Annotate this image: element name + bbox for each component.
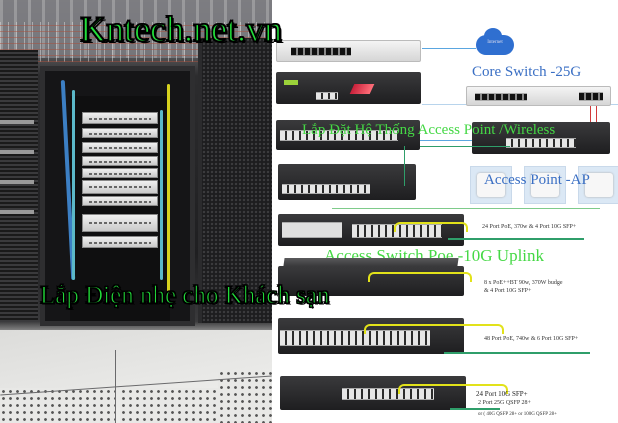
rack-device <box>82 156 158 166</box>
site-title: Kntech.net.vn <box>79 8 282 49</box>
rack-device <box>82 180 158 194</box>
teal-cable-bundle <box>160 110 163 280</box>
green-link <box>444 352 590 354</box>
green-link <box>450 408 500 410</box>
shelf <box>0 180 34 184</box>
rack-device <box>82 168 158 178</box>
spec-48p-poe: 48 Port PoE, 740w & 6 Port 10G SFP+ <box>484 336 579 342</box>
green-link <box>448 238 584 240</box>
right-rack-door <box>198 38 272 323</box>
perforated-floor-tile <box>218 370 272 423</box>
switch-ports <box>282 184 370 194</box>
switch-ports <box>291 47 351 56</box>
link-line <box>404 146 405 186</box>
switch-ports <box>506 138 576 148</box>
core-switch-label: Core Switch -25G <box>472 64 582 80</box>
cloud-label: Internet <box>487 40 503 45</box>
spec-24p-poe: 24 Port PoE, 370w & 4 Port 10G SFP+ <box>482 224 577 230</box>
uplink-ports <box>579 92 603 101</box>
switch-ports <box>475 93 527 101</box>
ap-poe-switch <box>278 164 416 200</box>
spec-8p-bt: 8 x PoE++BT 90w, 370W budge <box>484 280 563 286</box>
core-switch <box>466 86 611 106</box>
yellow-link <box>398 384 508 394</box>
ap-link-line <box>332 208 600 209</box>
spec-24p-sfp: 24 Port 10G SFP+ <box>476 390 528 398</box>
yellow-link <box>368 272 472 282</box>
switch-panel <box>282 222 342 238</box>
rack-device <box>82 214 158 232</box>
spec-qsfp-options: or ( 40G QSFP 28+ or 100G QSFP 28+ <box>478 412 557 417</box>
access-point-device <box>524 166 566 204</box>
sfp-ports <box>342 388 434 400</box>
wireless-system-label: Lắp Đặt Hệ Thống Access Point /Wireless <box>302 122 556 138</box>
distribution-switch <box>276 120 420 150</box>
link-line <box>420 146 510 147</box>
spec-2p-qsfp: 2 Port 25G QSFP 28+ <box>478 400 531 406</box>
spec-8p-bt-uplink: & 4 Port 10G SFP+ <box>484 288 532 294</box>
yellow-cable-bundle <box>167 84 170 294</box>
access-point-device <box>470 166 512 204</box>
shelf <box>0 210 34 214</box>
perforated-floor-tile <box>120 388 230 423</box>
switch-ports <box>280 330 430 346</box>
rack-device <box>82 196 158 206</box>
top-switch <box>276 40 421 62</box>
brand-stripe <box>349 84 375 94</box>
shelf <box>0 150 34 154</box>
switch-ports <box>280 130 398 141</box>
link-line <box>420 140 472 141</box>
rack-device <box>82 142 158 153</box>
chassis-top <box>283 258 459 266</box>
server-rack-photo <box>0 0 272 423</box>
shelf <box>0 120 34 124</box>
access-point-label: Access Point -AP <box>484 172 590 188</box>
firewall-appliance <box>276 72 421 104</box>
rack-device <box>82 236 158 248</box>
headline: Lắp Điện nhẹ cho Khách sạn <box>39 282 330 310</box>
link-line <box>422 48 476 49</box>
rack-device <box>82 112 158 124</box>
teal-cable-bundle <box>72 90 75 280</box>
access-point-device <box>578 166 618 204</box>
left-rack-door <box>0 50 38 320</box>
yellow-link <box>394 222 468 232</box>
yellow-link <box>364 324 504 334</box>
aggregation-switch <box>472 122 610 154</box>
rack-device <box>82 128 158 138</box>
internet-cloud-icon: Internet <box>476 28 514 55</box>
switch-ports <box>316 92 338 100</box>
lcd-display <box>284 80 298 85</box>
network-diagram: Internet Core Switch -25G Lắp Đặt Hệ Thố… <box>272 0 618 423</box>
sfp-switch <box>280 376 466 410</box>
